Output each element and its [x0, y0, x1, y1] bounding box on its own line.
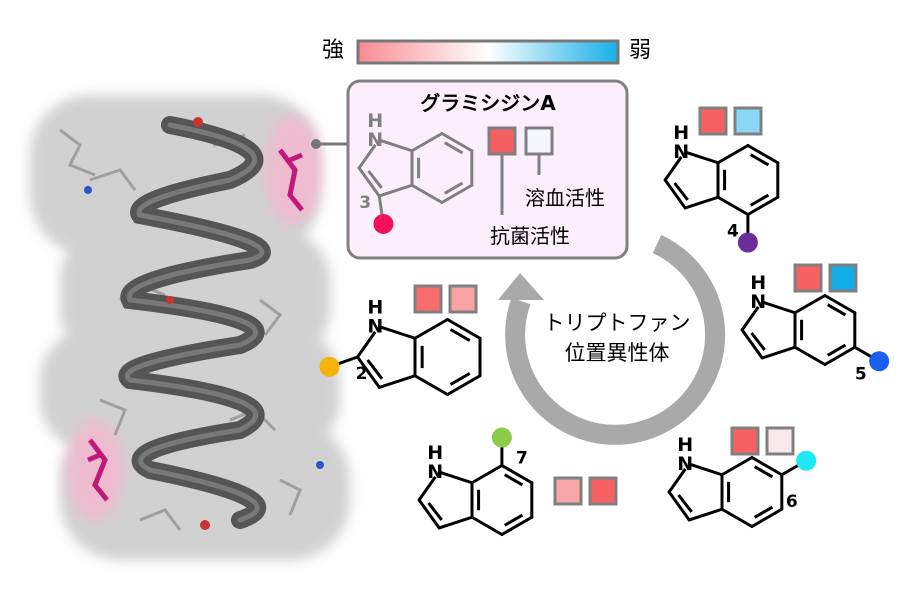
hemolytic-activity-swatch — [765, 426, 795, 456]
nitrogen-label: N — [367, 129, 383, 151]
nitrogen-label: N — [427, 461, 443, 483]
hemolytic-activity-swatch — [448, 284, 478, 314]
cycle-label-line2: 位置異性体 — [565, 341, 670, 365]
hydrogen-label: H — [367, 297, 383, 319]
gramicidin-a-box: グラミシジンA NH 3 溶血活性 抗菌活性 — [346, 79, 629, 260]
isomer-2: NH 2 — [319, 284, 482, 396]
hemolytic-activity-swatch — [524, 126, 554, 156]
cycle-arrow — [498, 234, 726, 445]
legend-weak-label: 弱 — [629, 38, 651, 63]
nitrogen-label: N — [677, 453, 693, 475]
isomer-5: NH 5 — [740, 263, 890, 384]
substituent-position-dot — [491, 427, 512, 448]
isomer-7: NH 7 — [417, 427, 618, 536]
hemolytic-activity-swatch — [588, 476, 618, 506]
nitrogen-label: N — [673, 141, 689, 163]
legend-strong-label: 強 — [322, 38, 344, 63]
substituent-position-dot — [796, 450, 817, 471]
position-number-label: 2 — [356, 364, 368, 384]
position-number-label: 3 — [359, 193, 371, 213]
hemolytic-activity-label: 溶血活性 — [525, 186, 605, 210]
antibacterial-activity-label: 抗菌活性 — [490, 224, 570, 248]
antibacterial-activity-swatch — [730, 426, 760, 456]
hydrogen-label: H — [367, 110, 383, 132]
antibacterial-activity-swatch — [553, 476, 583, 506]
position-number-label: 7 — [516, 449, 528, 469]
hydrogen-label: H — [427, 442, 443, 464]
antibacterial-activity-swatch — [698, 106, 728, 136]
position-number-label: 6 — [786, 492, 798, 512]
hydrogen-label: H — [673, 122, 689, 144]
substituent-position-dot — [373, 213, 394, 234]
isomer-6: NH 6 — [667, 426, 817, 528]
hydrogen-label: H — [677, 434, 693, 456]
substituent-position-dot — [869, 351, 890, 372]
hemolytic-activity-swatch — [828, 263, 858, 293]
gramicidin-helix-model — [30, 95, 350, 560]
substituent-position-dot — [319, 356, 340, 377]
antibacterial-activity-swatch — [793, 263, 823, 293]
activity-color-scale: 強 弱 — [322, 38, 651, 65]
gramicidin-a-title: グラミシジンA — [420, 91, 556, 115]
nitrogen-label: N — [750, 291, 766, 313]
hemolytic-activity-swatch — [733, 106, 763, 136]
nitrogen-label: N — [367, 316, 383, 338]
helix-box-connector — [311, 139, 348, 149]
indole-structure-3: NH 3 — [357, 110, 474, 234]
position-number-label: 5 — [855, 364, 867, 384]
substituent-position-dot — [737, 232, 758, 253]
antibacterial-activity-swatch — [487, 126, 517, 156]
position-number-label: 4 — [727, 222, 739, 242]
antibacterial-activity-swatch — [413, 284, 443, 314]
isomer-4: NH 4 — [663, 106, 780, 253]
legend-gradient-bar — [356, 39, 620, 65]
cycle-label-line1: トリプトファン — [544, 311, 691, 335]
hydrogen-label: H — [750, 272, 766, 294]
